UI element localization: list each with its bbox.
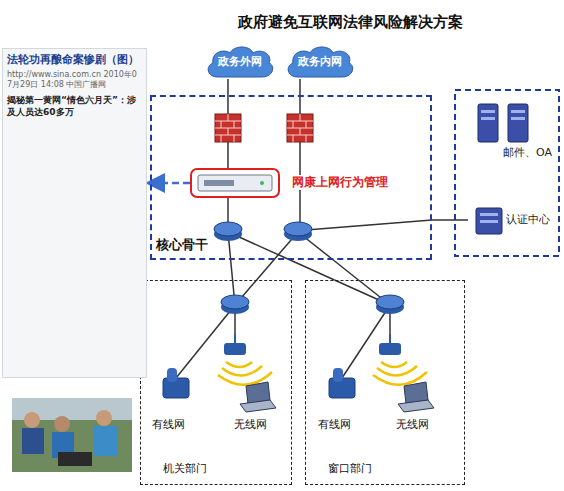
- switch-icon: [214, 222, 242, 236]
- server-slot: [480, 220, 498, 223]
- laptop-keyboard: [398, 400, 434, 412]
- wireless-wave: [222, 366, 262, 376]
- terminal-label: 有线网: [318, 418, 351, 432]
- news-headline: 法轮功再酿命案惨剧（图）: [7, 52, 142, 67]
- news-headline: 揭秘第一黄网“情色六月天”：涉及人员达60多万: [7, 94, 142, 118]
- node-label: 网康上网行为管理: [290, 175, 390, 190]
- node-label: 政务内网: [298, 55, 342, 69]
- network-cloud: 政务内网: [284, 45, 356, 79]
- server-slot: [481, 117, 495, 120]
- cloud-outline: [208, 47, 273, 77]
- node-label: 核心骨干: [156, 236, 208, 254]
- switch-icon: [221, 295, 249, 309]
- network-link: [257, 260, 274, 280]
- appliance-panel: [204, 180, 234, 186]
- wired-terminal-icon: [329, 378, 355, 398]
- appliance-box: 网康上网行为管理: [190, 168, 280, 198]
- server-icon: [478, 104, 498, 142]
- appliance-icon: [198, 175, 272, 191]
- terminal-label: 有线网: [152, 418, 185, 432]
- photo-person: [54, 416, 70, 432]
- network-link: [290, 260, 334, 280]
- access-point-icon: [379, 343, 401, 355]
- server-group: 邮件、OA: [468, 98, 556, 160]
- node-label: 认证中心: [506, 213, 550, 227]
- node-label: 邮件、OA: [503, 146, 552, 160]
- firewall-icon: [215, 114, 241, 142]
- server-region: [455, 90, 559, 256]
- wire: [342, 305, 390, 378]
- photo-person: [22, 428, 44, 454]
- server-icon: [476, 208, 502, 234]
- network-cloud: 政务外网: [204, 45, 276, 79]
- handset: [333, 368, 343, 382]
- photo-laptop: [58, 452, 92, 466]
- department-region: 窗口部门: [305, 280, 465, 485]
- laptop-keyboard: [240, 400, 276, 412]
- antenna: [234, 334, 236, 343]
- wireless-wave: [226, 362, 252, 367]
- wired-terminal-icon: [163, 378, 189, 398]
- handset: [167, 368, 177, 382]
- wire: [306, 220, 432, 230]
- network-link: [432, 219, 468, 221]
- firewall-icon: [287, 114, 313, 142]
- server-group: 认证中心: [468, 205, 554, 235]
- node-label: 政务外网: [218, 55, 262, 69]
- server-slot: [511, 117, 525, 120]
- core-region: 核心骨干 网康上网行为管理: [150, 95, 432, 260]
- switch-icon: [376, 295, 404, 309]
- network-link: [333, 260, 358, 280]
- node-label: 机关部门: [163, 461, 207, 476]
- photo-person: [94, 426, 118, 456]
- server-slot: [481, 110, 495, 113]
- appliance-led: [260, 181, 264, 185]
- wireless-wave: [381, 362, 407, 367]
- terminal-label: 无线网: [234, 418, 267, 432]
- news-screenshot: 法轮功再酿命案惨剧（图） http://www.sina.com.cn 2010年…: [2, 48, 147, 378]
- terminal-label: 无线网: [396, 418, 429, 432]
- server-slot: [511, 110, 525, 113]
- firewall-bricks: [215, 114, 241, 142]
- department-region: 机关部门: [140, 280, 292, 485]
- node-label: 窗口部门: [328, 461, 372, 476]
- photo: [12, 398, 132, 472]
- network-link: [231, 260, 233, 280]
- wire: [227, 198, 229, 224]
- wireless-wave: [377, 366, 417, 376]
- access-point-icon: [224, 343, 246, 355]
- photo-person: [24, 412, 40, 428]
- antenna: [389, 334, 391, 343]
- network-link: [299, 79, 301, 95]
- photo-person: [96, 410, 112, 426]
- cloud-outline: [288, 47, 353, 77]
- monitor-arrow: [147, 182, 190, 185]
- server-slot: [480, 213, 498, 216]
- wire: [176, 305, 235, 378]
- firewall-bricks: [287, 114, 313, 142]
- title: 政府避免互联网法律风险解决方案: [150, 12, 550, 32]
- switch-icon: [284, 222, 312, 236]
- server-icon: [508, 104, 528, 142]
- news-source: http://www.sina.com.cn 2010年07月29日 14:08…: [7, 70, 142, 90]
